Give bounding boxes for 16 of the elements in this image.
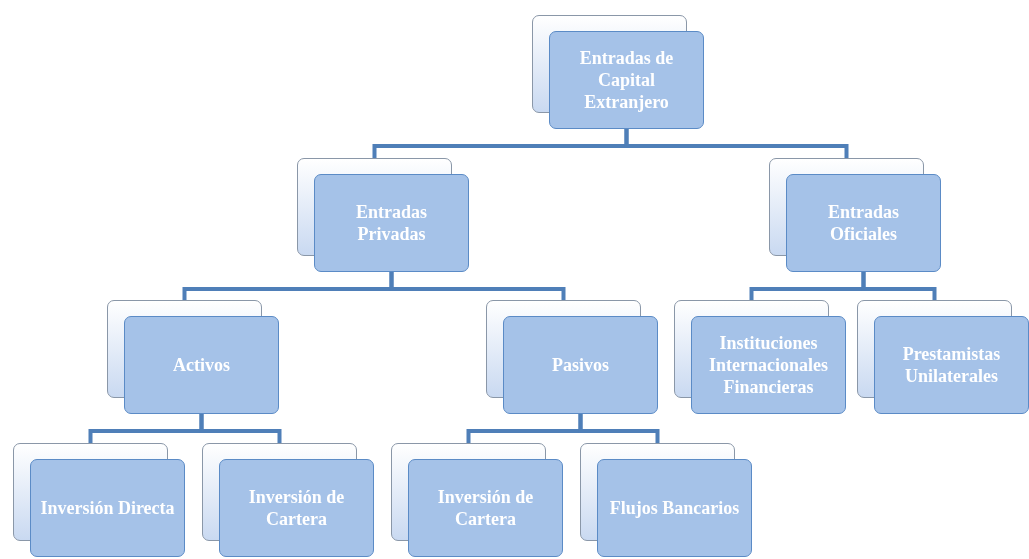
process-box: Entradas Privadas (314, 174, 469, 272)
connector-line (624, 129, 849, 158)
process-box: Flujos Bancarios (597, 459, 752, 557)
process-box: Prestamistas Unilaterales (874, 316, 1029, 414)
connector-line (389, 272, 566, 300)
process-box: Inversión Directa (30, 459, 185, 557)
process-box: Entradas Oficiales (786, 174, 941, 272)
process-box: Inversión de Cartera (408, 459, 563, 557)
process-box: Pasivos (503, 316, 658, 414)
process-box: Activos (124, 316, 279, 414)
connector-line (199, 414, 282, 443)
process-box: Instituciones Internacionales Financieras (691, 316, 846, 414)
connector-line (578, 414, 660, 443)
connector-line (861, 272, 937, 300)
process-box: Inversión de Cartera (219, 459, 374, 557)
process-box: Entradas de Capital Extranjero (549, 31, 704, 129)
